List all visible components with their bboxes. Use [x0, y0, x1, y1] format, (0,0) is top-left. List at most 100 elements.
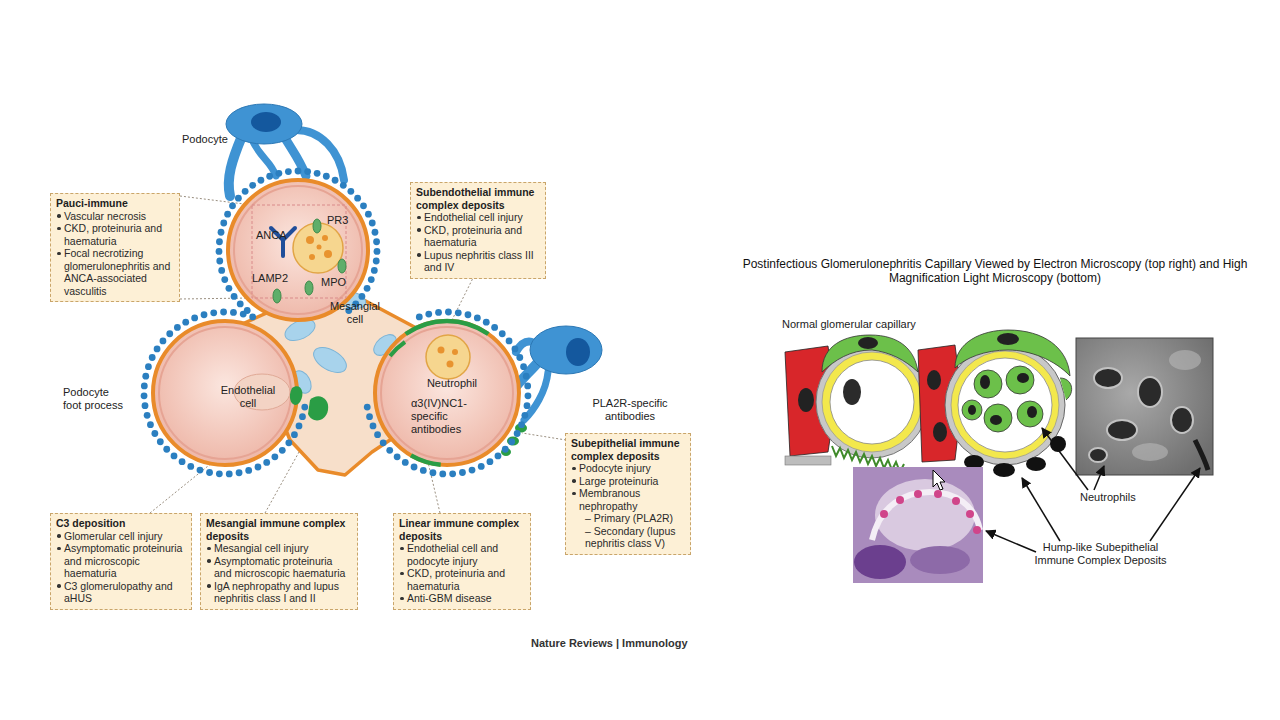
- foot-process-dot: [478, 463, 485, 470]
- normal-capillary-drawing-part: [822, 352, 922, 452]
- electron-micrograph-part-part: [1094, 368, 1122, 388]
- foot-process-dot: [266, 173, 273, 180]
- foot-process-dot: [216, 258, 223, 265]
- diseased-capillary-drawing-part: [997, 333, 1019, 345]
- glomerulus-illustration: [153, 104, 602, 475]
- callout-item: Focal necrotizing glomerulonephritis and…: [64, 247, 174, 297]
- light-micrograph-part: [910, 546, 970, 574]
- foot-process-dot: [374, 248, 381, 255]
- foot-process-dot: [449, 470, 456, 477]
- foot-process-dot: [521, 412, 528, 419]
- foot-process-dot: [275, 170, 282, 177]
- foot-process-dot: [295, 168, 302, 175]
- foot-process-dot: [430, 469, 437, 476]
- foot-process-dot: [368, 276, 375, 283]
- foot-process-dot: [230, 309, 237, 316]
- leader-lines-part: [428, 462, 440, 513]
- capillary-loop-right-part: [381, 327, 513, 459]
- foot-process-dot: [210, 309, 217, 316]
- diseased-capillary-drawing: [918, 330, 1072, 477]
- callout-item: Podocyte injury: [579, 462, 685, 475]
- antigens-part: [338, 259, 346, 273]
- immune-deposits-part: [308, 396, 328, 420]
- foot-process-dot: [373, 258, 380, 265]
- foot-process-dot: [323, 173, 330, 180]
- foot-process-dot: [364, 404, 371, 411]
- pointer-arrows-part: [1042, 428, 1088, 490]
- foot-process-dot: [249, 182, 256, 189]
- immune-deposits-part: [406, 321, 489, 334]
- foot-process-dot: [524, 383, 531, 390]
- diseased-capillary-drawing-part: [933, 422, 947, 442]
- foot-process-dot: [386, 447, 393, 454]
- light-micrograph-part: [880, 490, 981, 534]
- foot-process-dot: [263, 459, 270, 466]
- foot-process-dot: [216, 238, 223, 245]
- neutrophil-top-part: [317, 245, 322, 250]
- callout-heading: Mesangial immune complex deposits: [206, 517, 352, 542]
- foot-process-dot: [372, 229, 379, 236]
- foot-process-dot: [502, 446, 509, 453]
- callout-item: CKD, proteinuria and haematuria: [424, 224, 540, 249]
- foot-process-dot: [474, 314, 481, 321]
- foot-process-dot: [512, 345, 519, 352]
- foot-process-dot: [520, 363, 527, 370]
- foot-process-dot: [206, 469, 213, 476]
- foot-process-dot: [516, 354, 523, 361]
- foot-process-dot: [237, 300, 244, 307]
- foot-process-dot: [235, 195, 242, 202]
- neutrophil-right: [426, 335, 470, 379]
- diseased-capillary-drawing-part-part: [1006, 366, 1034, 394]
- foot-process-dot: [231, 293, 238, 300]
- callout-box: Subendothelial immune complex depositsEn…: [410, 182, 546, 279]
- normal-capillary-drawing-part: [785, 456, 831, 465]
- foot-process-dot: [285, 439, 292, 446]
- immune-deposits-part: [390, 342, 405, 356]
- pointer-arrows-part: [1022, 478, 1060, 541]
- light-micrograph-part-part: [896, 496, 904, 504]
- foot-process-dot: [369, 220, 376, 227]
- electron-micrograph-part: [1076, 338, 1213, 475]
- capillary-loop-left: [153, 321, 297, 465]
- callout-item: Anti-GBM disease: [407, 592, 525, 605]
- podocyte-top-part: [252, 140, 276, 176]
- callout-item: Large proteinuria: [579, 475, 685, 488]
- antigens-part: [305, 281, 313, 295]
- podocyte-top-part: [285, 138, 306, 176]
- foot-process-dot: [145, 363, 152, 370]
- electron-micrograph-part-part: [1107, 420, 1137, 440]
- diseased-capillary-drawing-part-part: [980, 375, 990, 389]
- foot-process-dot: [518, 421, 525, 428]
- podocyte-right-part: [566, 338, 590, 366]
- diseased-capillary-drawing-part-part: [974, 370, 1002, 398]
- foot-process-dot: [151, 430, 158, 437]
- foot-process-dot: [370, 423, 377, 430]
- pointer-arrows-part: [1094, 466, 1104, 490]
- electron-micrograph-part-part: [1169, 350, 1201, 370]
- callout-heading: C3 deposition: [56, 517, 186, 530]
- podocyte-top-part: [296, 130, 344, 180]
- mesangial-cells-part: [309, 342, 350, 377]
- electron-micrograph-part: [1089, 368, 1193, 462]
- foot-process-dot: [373, 238, 380, 245]
- part-label: Hump-like Subepithelial Immune Complex D…: [1028, 541, 1173, 567]
- part-label: Nature Reviews | Immunology: [531, 637, 751, 650]
- callout-heading: Linear immune complex deposits: [399, 517, 525, 542]
- callout-heading: Subepithelial immune complex deposits: [571, 437, 685, 462]
- neutrophil-right-part: [447, 361, 454, 368]
- foot-process-dot: [304, 168, 311, 175]
- capillary-loop-top-part: [234, 186, 362, 314]
- diseased-capillary-drawing-part-part: [984, 404, 1012, 432]
- foot-process-dot: [171, 453, 178, 460]
- callout-item: C3 glomerulopathy and aHUS: [64, 580, 186, 605]
- foot-process-dot: [216, 470, 223, 477]
- callout-item: CKD, proteinuria and haematuria: [64, 222, 174, 247]
- capillary-loop-top: [228, 180, 368, 320]
- callout-item: CKD, proteinuria and haematuria: [407, 567, 525, 592]
- light-micrograph-part: [854, 545, 906, 579]
- foot-process-dot: [359, 293, 366, 300]
- pointer-arrows-part: [1150, 468, 1200, 541]
- callout-heading: Pauci-immune: [56, 197, 174, 210]
- foot-process-dot: [402, 459, 409, 466]
